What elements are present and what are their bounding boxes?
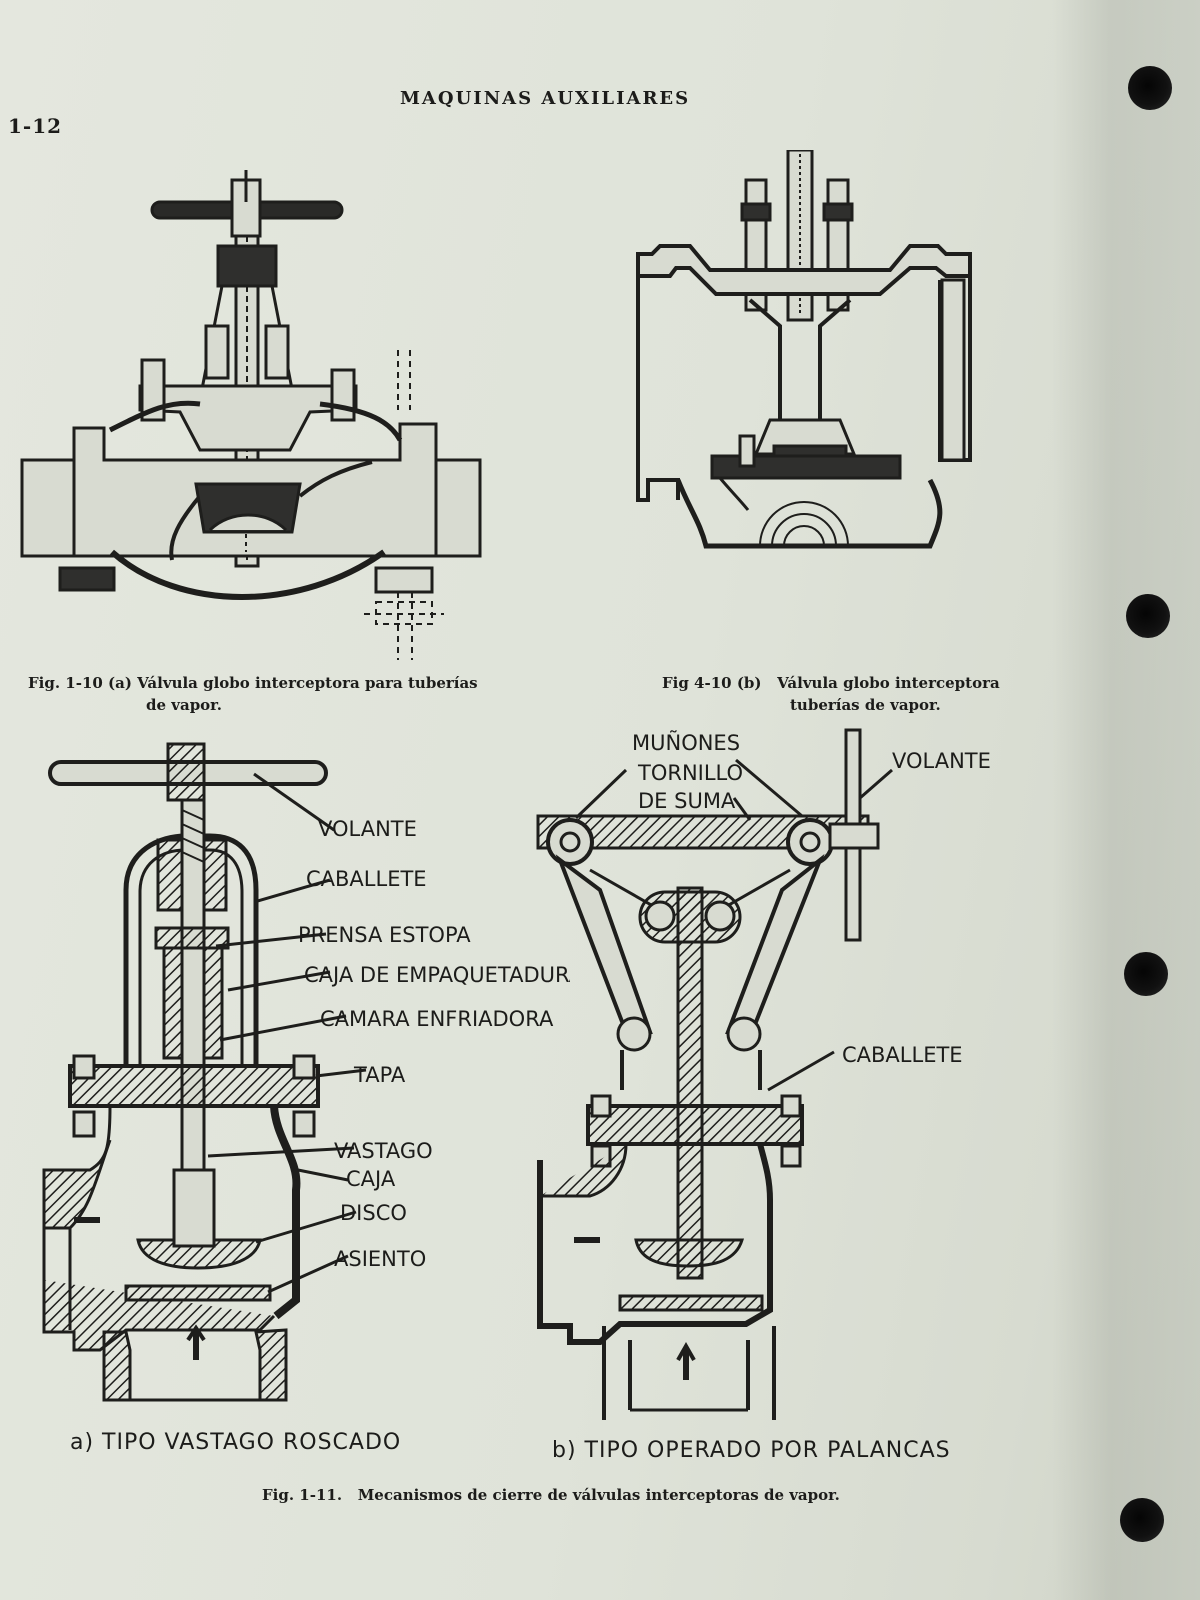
binder-hole: [1128, 66, 1172, 110]
label-munones: MUÑONES: [632, 729, 740, 755]
label-prensa-estopa: PRENSA ESTOPA: [298, 923, 471, 947]
fig-1-10a-caption-line1: Fig. 1-10 (a) Válvula globo interceptora…: [28, 674, 478, 692]
label-caballete-b: CABALLETE: [842, 1043, 963, 1067]
figure-1-11b-lever-operated-valve: MUÑONES TORNILLO DE SUMA VOLANTE CABALLE…: [536, 728, 991, 1420]
figure-1-11a-threaded-stem-valve: VOLANTE CABALLETE PRENSA ESTOPA CAJA DE …: [42, 742, 570, 1402]
fig-1-10b-caption-line1: Fig 4-10 (b) Válvula globo interceptora: [662, 674, 1000, 692]
label-disco: DISCO: [340, 1201, 407, 1225]
fig-1-11-caption: Fig. 1-11. Mecanismos de cierre de válvu…: [262, 1486, 840, 1504]
label-volante-b: VOLANTE: [892, 749, 991, 773]
label-caballete: CABALLETE: [306, 867, 427, 891]
label-tapa: TAPA: [353, 1063, 406, 1087]
label-de-suma: DE SUMA: [638, 789, 736, 813]
fig-1-11b-subcaption: b) TIPO OPERADO POR PALANCAS: [552, 1438, 951, 1463]
page-edge-shadow: [1052, 0, 1200, 1600]
fig-1-10b-caption-line2: tuberías de vapor.: [790, 696, 941, 714]
label-asiento: ASIENTO: [334, 1247, 426, 1271]
running-title: MAQUINAS AUXILIARES: [400, 88, 691, 109]
label-caja-de-empaquetaduras: CAJA DE EMPAQUETADURAS: [304, 963, 570, 987]
fig-1-11a-subcaption: a) TIPO VASTAGO ROSCADO: [70, 1430, 402, 1455]
label-vastago: VASTAGO: [334, 1139, 433, 1163]
binder-hole: [1124, 952, 1168, 996]
label-tornillo: TORNILLO: [637, 761, 743, 785]
label-caja: CAJA: [346, 1167, 396, 1191]
page-number: 1-12: [8, 114, 63, 138]
figure-1-10b-globe-valve-drawing: [636, 150, 972, 549]
figure-1-10a-globe-valve-drawing: [20, 170, 482, 660]
binder-hole: [1126, 594, 1170, 638]
label-camara-enfriadora: CAMARA ENFRIADORA: [320, 1007, 554, 1031]
binder-hole: [1120, 1498, 1164, 1542]
label-volante: VOLANTE: [318, 817, 417, 841]
fig-1-10a-caption-line2: de vapor.: [146, 696, 222, 714]
